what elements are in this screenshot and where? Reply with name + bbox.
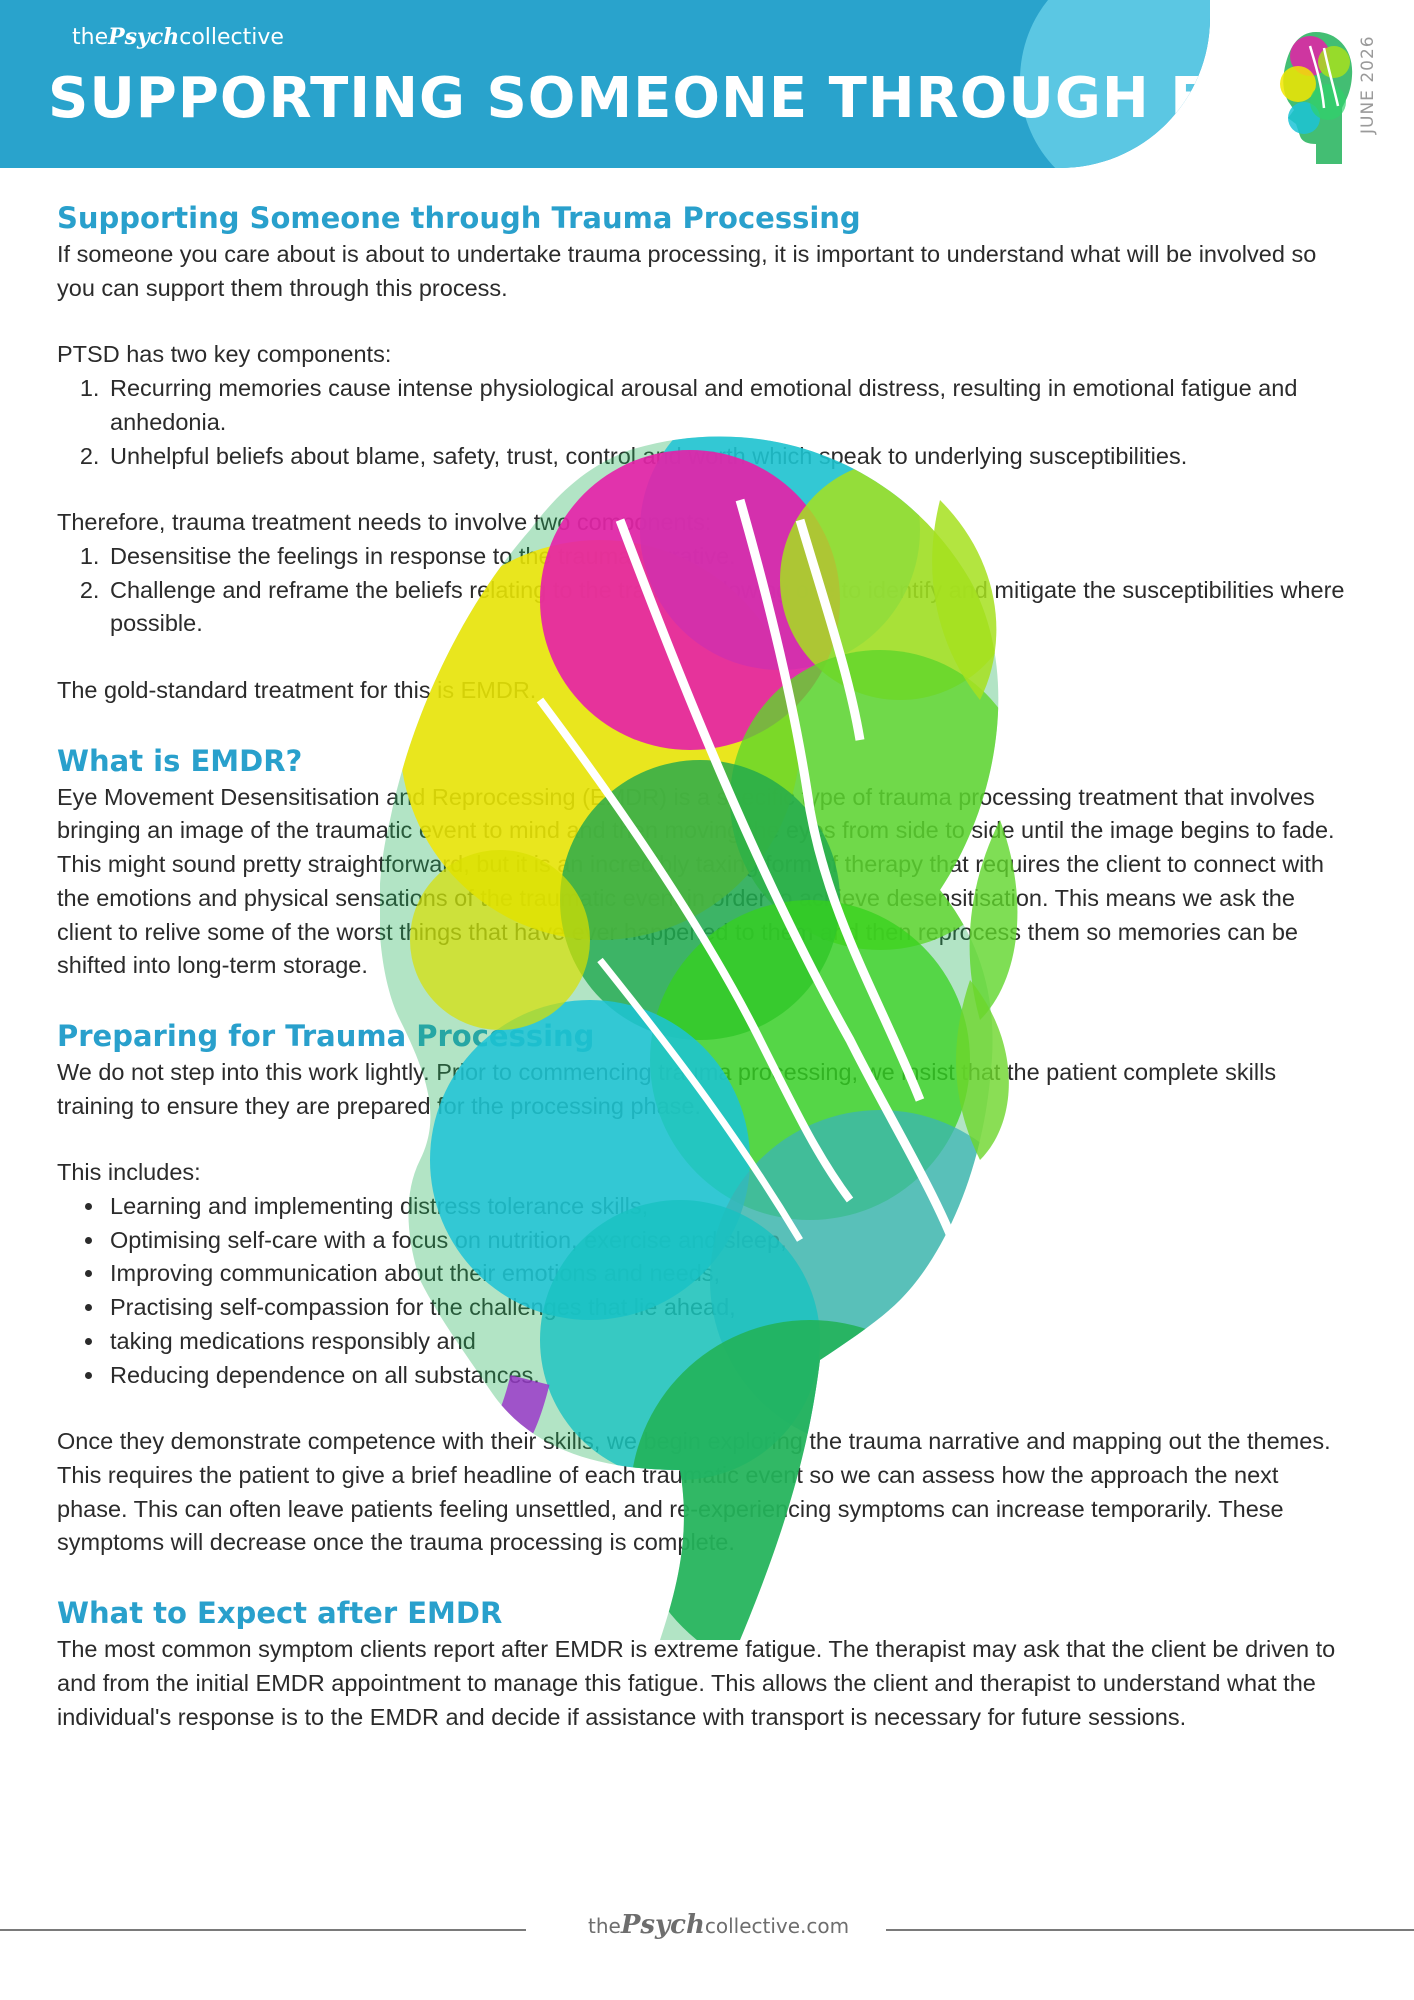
- footer-brand-name: Psych: [620, 1910, 705, 1940]
- after-emdr-paragraph: The most common symptom clients report a…: [57, 1636, 1336, 1730]
- brand-prefix: the: [72, 25, 109, 50]
- list-item: Reducing dependence on all substances.: [106, 1359, 1347, 1393]
- footer-divider-left: [0, 1929, 526, 1931]
- intro-paragraph: If someone you care about is about to un…: [57, 241, 1317, 301]
- main-content: Supporting Someone through Trauma Proces…: [57, 198, 1347, 1734]
- treatment-lead: Therefore, trauma treatment needs to inv…: [57, 509, 712, 536]
- brand-wordmark: thePsychcollective: [72, 24, 284, 50]
- footer-suffix: collective.com: [704, 1914, 850, 1938]
- header-banner: thePsychcollective SUPPORTING SOMEONE TH…: [0, 0, 1210, 168]
- includes-lead: This includes:: [57, 1159, 201, 1186]
- list-item: Learning and implementing distress toler…: [106, 1190, 1347, 1224]
- list-item: Improving communication about their emot…: [106, 1257, 1347, 1291]
- list-item: taking medications responsibly and: [106, 1325, 1347, 1359]
- preparing-paragraph: We do not step into this work lightly. P…: [57, 1058, 1277, 1119]
- header-wave-decoration: [1020, 0, 1210, 168]
- brand-suffix: collective: [179, 25, 284, 50]
- ptsd-list: Recurring memories cause intense physiol…: [57, 372, 1347, 473]
- gold-standard-paragraph: The gold-standard treatment for this is …: [57, 677, 537, 704]
- closing-paragraph: Once they demonstrate competence with th…: [57, 1428, 1331, 1556]
- list-item: Desensitise the feelings in response to …: [106, 540, 1347, 574]
- ptsd-lead: PTSD has two key components:: [57, 341, 392, 368]
- treatment-list: Desensitise the feelings in response to …: [57, 540, 1347, 641]
- list-item: Optimising self-care with a focus on nut…: [106, 1224, 1347, 1258]
- heading-supporting: Supporting Someone through Trauma Proces…: [57, 201, 861, 235]
- list-item: Practising self-compassion for the chall…: [106, 1291, 1347, 1325]
- emdr-paragraph: Eye Movement Desensitisation and Reproce…: [57, 783, 1335, 979]
- head-logo-icon: [1280, 32, 1353, 164]
- issue-date: JUNE 2026: [1358, 35, 1378, 135]
- footer-divider-right: [886, 1929, 1414, 1931]
- list-item: Unhelpful beliefs about blame, safety, t…: [106, 440, 1347, 474]
- heading-preparing: Preparing for Trauma Processing: [57, 1018, 595, 1053]
- heading-what-is-emdr: What is EMDR?: [57, 743, 303, 778]
- list-item: Challenge and reframe the beliefs relati…: [106, 574, 1347, 641]
- heading-after-emdr: What to Expect after EMDR: [57, 1596, 503, 1631]
- footer-prefix: the: [588, 1914, 621, 1938]
- list-item: Recurring memories cause intense physiol…: [106, 372, 1347, 439]
- page-title: SUPPORTING SOMEONE THROUGH EMDR: [48, 66, 1210, 131]
- brand-name: Psych: [108, 24, 180, 50]
- skills-list: Learning and implementing distress toler…: [57, 1190, 1347, 1392]
- footer-website[interactable]: thePsychcollective.com: [588, 1910, 849, 1940]
